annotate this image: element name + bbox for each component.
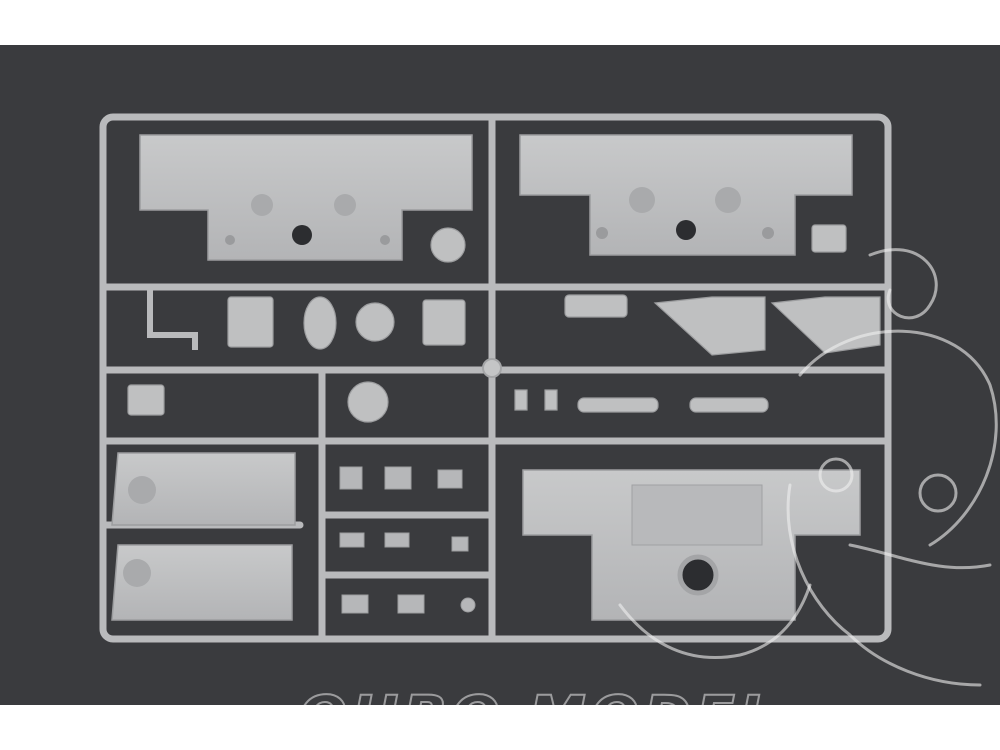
small-parts-row-3 bbox=[127, 381, 769, 423]
sprue-drawing bbox=[99, 113, 998, 687]
small-parts-middle bbox=[339, 466, 476, 614]
watermark-mascot bbox=[618, 248, 998, 687]
sprue-photo: OUBO MODEL bbox=[0, 45, 1000, 705]
bottom-white-band bbox=[0, 705, 1000, 750]
sprue-center-gate bbox=[482, 358, 502, 378]
hull-plate-top-right bbox=[519, 134, 853, 256]
watermark-logo-text: OUBO MODEL bbox=[297, 682, 780, 705]
hull-plate-top-left bbox=[139, 134, 473, 261]
hull-plate-bottom-right bbox=[522, 469, 861, 621]
top-white-band bbox=[0, 0, 1000, 45]
sprue-runner-frame bbox=[99, 113, 892, 643]
side-plates-left bbox=[111, 452, 296, 621]
small-parts-row bbox=[147, 224, 881, 356]
